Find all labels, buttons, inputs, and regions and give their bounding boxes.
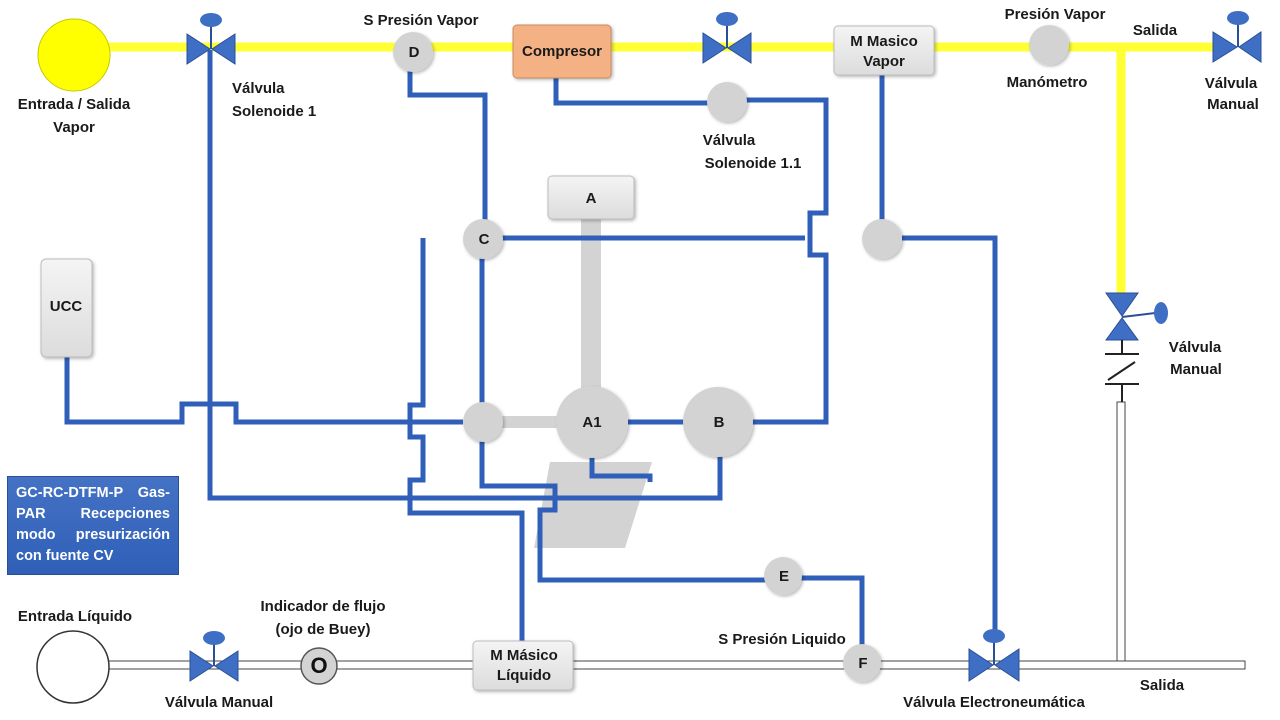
label-m-masico-liquido-2: Líquido	[497, 667, 551, 684]
signal-solenoid1-loop	[207, 50, 723, 501]
node-a-box	[547, 175, 635, 220]
signal-lines	[64, 50, 998, 648]
label-valvula-manual-top-a: Válvula	[1205, 75, 1258, 92]
label-valvula-solenoide-1-a: Válvula	[232, 80, 285, 97]
node-junction	[463, 402, 503, 442]
valve-actuator-icon	[716, 12, 738, 26]
diagram-title-box: GC-RC-DTFM-P Gas-PAR Recepciones modo pr…	[7, 476, 179, 575]
label-valvula-electroneumatica: Válvula Electroneumática	[903, 694, 1085, 711]
label-node-d: D	[409, 44, 420, 61]
flow-indicator	[300, 647, 338, 685]
signal-compresor	[553, 78, 727, 106]
valve-actuator-icon	[983, 629, 1005, 643]
vapor-source-circle	[37, 18, 111, 92]
liquid-main-pipe	[104, 660, 1246, 670]
signal-right-to-valve	[902, 235, 998, 632]
signal-left-vertical	[407, 238, 525, 645]
m-masico-liquido-box	[472, 640, 574, 691]
label-m-masico-liquido-1: M Másico	[490, 647, 558, 664]
label-valvula-solenoide-11-a: Válvula	[703, 132, 756, 149]
label-entrada-salida-vapor-2: Vapor	[53, 119, 95, 136]
boxes	[40, 24, 935, 691]
node-right	[862, 219, 902, 259]
node-solenoide-1-1	[707, 82, 747, 122]
gray-bar-a	[581, 215, 601, 395]
node-f	[843, 644, 881, 682]
node-c	[463, 219, 503, 259]
label-valvula-solenoide-1-b: Solenoide 1	[232, 103, 316, 120]
signal-a1-down	[589, 455, 653, 482]
label-node-f: F	[858, 655, 867, 672]
node-d	[393, 32, 433, 72]
node-manometro	[1029, 25, 1069, 65]
node-e	[764, 557, 802, 595]
label-salida-bottom: Salida	[1140, 677, 1185, 694]
label-node-b: B	[714, 414, 725, 431]
valve-actuator-icon	[1154, 302, 1168, 324]
valve-solenoide-1[interactable]	[186, 13, 236, 65]
label-m-masico-vapor-1: M Masico	[850, 33, 918, 50]
node-a1	[556, 386, 628, 458]
label-indicador-flujo-1: Indicador de flujo	[260, 598, 385, 615]
label-node-c: C	[479, 231, 490, 248]
check-valve-icon	[1107, 361, 1136, 381]
signal-e-to-f	[800, 575, 865, 648]
label-entrada-salida-vapor-1: Entrada / Salida	[18, 96, 131, 113]
label-compresor: Compresor	[522, 43, 602, 60]
label-node-e: E	[779, 568, 789, 585]
compresor-box	[512, 24, 612, 79]
label-valvula-manual-top-b: Manual	[1207, 96, 1259, 113]
label-presion-vapor: Presión Vapor	[1005, 6, 1106, 23]
signal-solenoid11	[746, 97, 829, 425]
label-entrada-liquido: Entrada Líquido	[18, 608, 132, 625]
label-valvula-manual-right-a: Válvula	[1169, 339, 1222, 356]
gray-apparatus	[499, 215, 652, 548]
node-b	[683, 387, 753, 457]
label-s-presion-liquido: S Presión Liquido	[718, 631, 846, 648]
gray-trapezoid	[534, 462, 652, 548]
liquid-vertical-pipe	[1116, 401, 1126, 662]
label-salida-top: Salida	[1133, 22, 1178, 39]
gray-nodes	[393, 25, 1069, 682]
valve-manual-top[interactable]	[1212, 11, 1262, 63]
label-node-a1: A1	[582, 414, 601, 431]
label-node-a: A	[586, 190, 597, 207]
signal-ucc	[64, 357, 463, 425]
valve-manual-right[interactable]	[1105, 292, 1168, 402]
label-s-presion-vapor: S Presión Vapor	[363, 12, 478, 29]
valve-solenoide-1-left	[186, 33, 211, 65]
label-indicador-flujo-2: (ojo de Buey)	[275, 621, 370, 638]
valve-electroneumatica[interactable]	[968, 629, 1020, 682]
label-valvula-solenoide-11-b: Solenoide 1.1	[705, 155, 802, 172]
label-indicator-o: O	[310, 653, 327, 678]
valve-actuator-icon	[1227, 11, 1249, 25]
labels: Entrada / Salida Vapor Válvula Solenoide…	[18, 6, 1259, 711]
signal-c-down	[479, 255, 768, 583]
signal-d-to-c	[407, 68, 488, 222]
valve-actuator-icon	[203, 631, 225, 645]
valve-solenoide-1-1[interactable]	[702, 12, 752, 64]
liquid-source-circle	[36, 630, 110, 704]
label-m-masico-vapor-2: Vapor	[863, 53, 905, 70]
valve-manual-bottom[interactable]	[189, 631, 239, 682]
label-valvula-manual-bottom: Válvula Manual	[165, 694, 273, 711]
m-masico-vapor-box	[833, 25, 935, 76]
valve-solenoide-1-right	[211, 33, 236, 65]
ucc-box	[40, 258, 93, 358]
valve-actuator-icon	[200, 13, 222, 27]
label-ucc: UCC	[50, 298, 83, 315]
gray-bar-horizontal	[499, 416, 561, 428]
label-manometro: Manómetro	[1007, 74, 1088, 91]
label-valvula-manual-right-b: Manual	[1170, 361, 1222, 378]
diagram-title: GC-RC-DTFM-P Gas-PAR Recepciones modo pr…	[16, 485, 170, 564]
